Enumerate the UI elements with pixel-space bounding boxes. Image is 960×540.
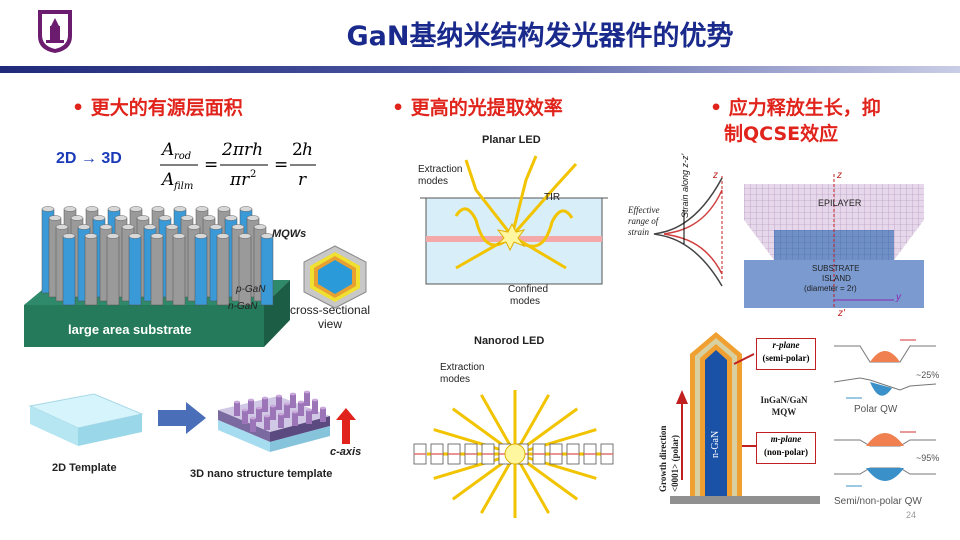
strain-axis-label: Strain along z-z' bbox=[680, 153, 690, 218]
c-axis-arrow bbox=[336, 408, 356, 444]
svg-text:A: A bbox=[160, 140, 174, 160]
epilayer-mesh-diagram bbox=[744, 170, 924, 308]
svg-text:πr: πr bbox=[229, 170, 250, 190]
svg-text:=: = bbox=[274, 155, 288, 175]
semi-polar-qw-label: Semi/non-polar QW bbox=[834, 496, 922, 507]
growth-direction-text: Growth direction bbox=[658, 425, 668, 492]
mqw-label: MQW bbox=[771, 407, 797, 417]
z-prime-label: z' bbox=[838, 308, 845, 319]
z-label-right: z bbox=[837, 170, 842, 181]
substrate-island-label-1: SUBSTRATE bbox=[812, 264, 860, 273]
svg-text:2: 2 bbox=[250, 169, 256, 180]
bullet-strain-relief-line1: • 应力释放生长，抑 bbox=[710, 97, 881, 119]
z-label-left: z bbox=[713, 170, 718, 181]
transform-arrow bbox=[158, 400, 208, 436]
planar-extraction-label-2: modes bbox=[418, 176, 449, 187]
nanorod-led-title: Nanorod LED bbox=[474, 335, 545, 347]
m-plane-sub: (non-polar) bbox=[763, 447, 808, 457]
nanorod-led-diagram bbox=[410, 384, 620, 524]
cross-section-label: cross-sectional bbox=[290, 303, 371, 317]
epilayer-label: EPILAYER bbox=[818, 198, 862, 208]
svg-text:film: film bbox=[173, 181, 193, 192]
substrate-island-label-3: (diameter = 2r) bbox=[804, 284, 857, 293]
substrate-island-label-2: ISLAND bbox=[822, 274, 851, 283]
svg-text:2: 2 bbox=[292, 140, 303, 160]
page-number: 24 bbox=[906, 510, 917, 520]
nanorod-array-illustration bbox=[24, 205, 294, 347]
ingan-mqw-label: InGaN/GaN MQW bbox=[758, 394, 810, 418]
svg-text:rod: rod bbox=[174, 151, 191, 162]
growth-polar-text: <0001> (polar) bbox=[670, 434, 680, 492]
tir-label: TIR bbox=[544, 192, 561, 203]
svg-text:r: r bbox=[298, 170, 307, 190]
bullet-active-area: • 更大的有源层面积 bbox=[72, 97, 243, 119]
r-plane-label: r-plane bbox=[772, 340, 800, 350]
template-2d-label: 2D Template bbox=[52, 462, 117, 474]
svg-text:A: A bbox=[160, 170, 174, 190]
ngan-core-label: n-GaN bbox=[710, 408, 721, 458]
effective-label-2: range of bbox=[628, 216, 659, 226]
p-gan-label: p-GaN bbox=[236, 284, 266, 295]
svg-text:=: = bbox=[204, 155, 218, 175]
r-plane-sub: (semi-polar) bbox=[762, 353, 810, 363]
substrate-label: large area substrate bbox=[68, 322, 192, 337]
cross-section-label-2: view bbox=[318, 317, 343, 331]
r-plane-box: r-plane (semi-polar) bbox=[756, 338, 816, 370]
planar-led-title: Planar LED bbox=[482, 134, 541, 146]
template-2d-illustration bbox=[26, 392, 146, 452]
y-axis-label: y bbox=[896, 292, 901, 303]
mqws-label: MQWs bbox=[272, 228, 307, 240]
quantum-well-profiles bbox=[830, 336, 940, 496]
effective-label-1: Effective bbox=[628, 205, 660, 215]
confined-label: Confined bbox=[508, 284, 549, 295]
pct-25-label: ~25% bbox=[916, 370, 940, 380]
confined-label-2: modes bbox=[510, 296, 541, 307]
bullet-light-extraction: • 更高的光提取效率 bbox=[392, 97, 563, 119]
n-gan-label: n-GaN bbox=[228, 301, 258, 312]
ingan-label: InGaN/GaN bbox=[760, 395, 808, 405]
template-3d-illustration bbox=[214, 380, 334, 460]
university-logo bbox=[36, 8, 74, 54]
effective-label-3: strain bbox=[628, 227, 650, 237]
pct-95-label: ~95% bbox=[916, 453, 940, 463]
hexagon-cross-section bbox=[300, 244, 370, 310]
dim-change-label: 2D → 3D bbox=[56, 150, 122, 167]
nanorod-extraction-label: Extraction bbox=[440, 362, 485, 373]
c-axis-label: c-axis bbox=[330, 446, 362, 458]
nanorod-extraction-label-2: modes bbox=[440, 374, 471, 385]
bullet-strain-relief-line2: 制QCSE效应 bbox=[724, 123, 839, 145]
nanowire-core-shell-diagram bbox=[660, 330, 820, 510]
growth-polar-label: <0001> (polar) bbox=[670, 362, 680, 492]
growth-direction-label: Growth direction bbox=[658, 362, 668, 492]
planar-extraction-label: Extraction bbox=[418, 164, 463, 175]
m-plane-box: m-plane (non-polar) bbox=[756, 432, 816, 464]
page-title: GaN基纳米结构发光器件的优势 bbox=[346, 21, 734, 52]
m-plane-label: m-plane bbox=[770, 434, 802, 444]
header-band bbox=[0, 66, 960, 73]
template-3d-label: 3D nano structure template bbox=[190, 468, 333, 480]
ngan-core-text: n-GaN bbox=[710, 430, 721, 458]
svg-text:2πrh: 2πrh bbox=[221, 140, 263, 160]
strain-profile-plot bbox=[624, 170, 744, 290]
planar-led-diagram bbox=[416, 150, 612, 312]
polar-qw-label: Polar QW bbox=[854, 404, 898, 415]
svg-text:h: h bbox=[302, 140, 313, 160]
